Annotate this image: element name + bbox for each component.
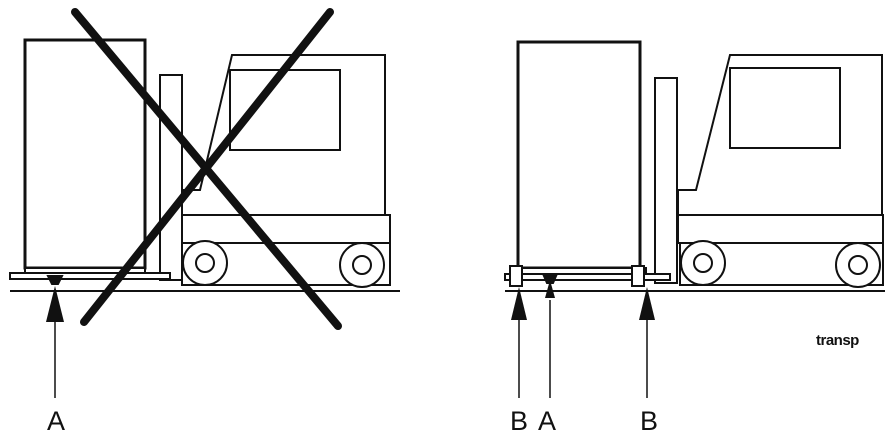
arrow-b-right bbox=[639, 287, 655, 320]
cabinet-load bbox=[516, 40, 642, 270]
label-b-left: B bbox=[510, 406, 529, 436]
fork bbox=[504, 273, 671, 281]
cab-window bbox=[729, 67, 841, 149]
label-b-right: B bbox=[640, 406, 659, 436]
mast bbox=[159, 74, 183, 281]
cab-window bbox=[229, 69, 341, 151]
fork bbox=[9, 272, 171, 280]
cabinet-load bbox=[23, 38, 147, 270]
support-block-left bbox=[509, 265, 523, 287]
correct-lifting-panel bbox=[504, 40, 885, 398]
forklift-truck bbox=[159, 54, 391, 288]
support-block-right bbox=[631, 265, 645, 287]
figure-code: transp bbox=[816, 332, 859, 349]
mast bbox=[654, 77, 678, 284]
arrow-a-right bbox=[545, 280, 555, 298]
arrow-b-left bbox=[511, 287, 527, 320]
label-a-left: A bbox=[47, 406, 66, 436]
arrow-a-left bbox=[46, 286, 64, 322]
support-point-a bbox=[46, 275, 64, 285]
forklift-truck bbox=[654, 54, 884, 288]
label-a-right: A bbox=[538, 406, 557, 436]
incorrect-lifting-panel bbox=[9, 8, 400, 398]
cross-mark-icon bbox=[71, 8, 342, 330]
